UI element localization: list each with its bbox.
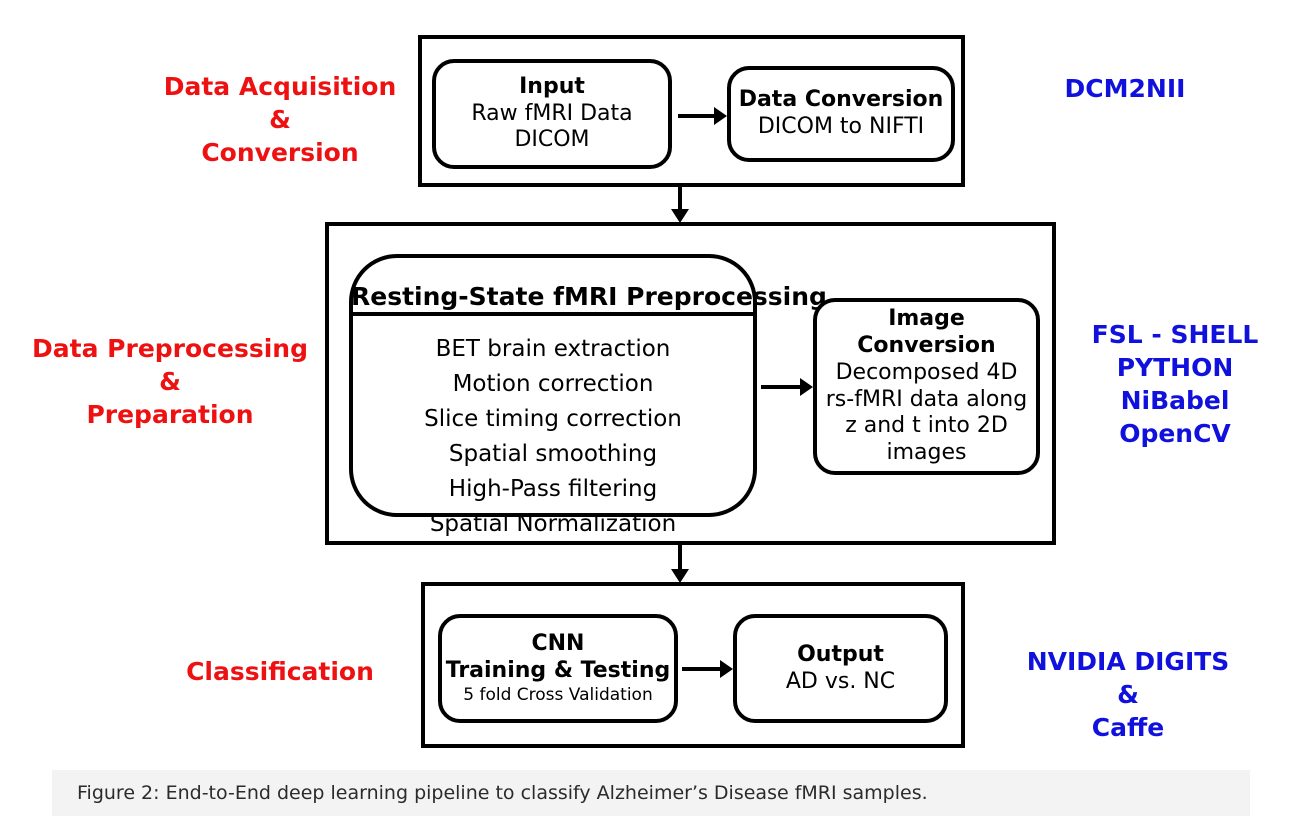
arrow-preprocessing-to-image-conversion: [761, 378, 813, 396]
node-output-title: Output: [797, 641, 884, 667]
node-input-title: Input: [519, 73, 585, 99]
stage-label-preprocessing-left: Data Preprocessing & Preparation: [32, 334, 308, 429]
stage-box-classification: CNN Training & Testing 5 fold Cross Vali…: [421, 582, 965, 748]
arrow-cnn-to-output: [682, 660, 733, 678]
node-image-conversion-line-4: images: [886, 440, 967, 466]
preprocessing-step: Slice timing correction: [424, 405, 682, 432]
node-output-line-1: AD vs. NC: [785, 668, 896, 694]
arrow-head: [671, 569, 689, 583]
arrow-acquisition-to-preprocessing: [671, 187, 689, 223]
node-data-conversion-line-1: DICOM to NIFTI: [757, 114, 925, 139]
node-input-line-1: Raw fMRI Data: [471, 100, 633, 126]
preprocessing-step: Spatial smoothing: [448, 440, 658, 467]
preprocessing-step: Motion correction: [452, 370, 654, 397]
arrow-preprocessing-to-classification: [671, 545, 689, 583]
node-image-conversion-title: Image Conversion: [857, 306, 996, 358]
node-cnn-line-1: 5 fold Cross Validation: [463, 684, 653, 705]
stage-label-acquisition-right: DCM2NII: [1064, 74, 1186, 103]
node-image-conversion-line-2: rs-fMRI data along: [825, 386, 1028, 412]
node-image-conversion-line-1: Decomposed 4D: [835, 359, 1018, 385]
node-image-conversion-line-3: z and t into 2D: [845, 413, 1008, 439]
stage-label-preprocessing-right: FSL - SHELL PYTHON NiBabel OpenCV: [1091, 320, 1259, 448]
stage-box-preprocessing: Resting-State fMRI Preprocessing BET bra…: [325, 222, 1056, 545]
node-data-conversion: Data Conversion DICOM to NIFTI: [727, 66, 955, 162]
node-data-conversion-title: Data Conversion: [738, 87, 944, 113]
arrow-shaft: [682, 667, 724, 671]
arrow-shaft: [678, 114, 718, 118]
arrow-head: [800, 378, 813, 396]
node-cnn-subtitle: Training & Testing: [445, 658, 671, 684]
arrow-shaft: [678, 545, 682, 572]
node-preprocessing-title: Resting-State fMRI Preprocessing: [349, 283, 827, 317]
preprocessing-step: High-Pass filtering: [448, 475, 658, 502]
arrow-head: [671, 209, 689, 223]
stage-label-classification-left: Classification: [186, 657, 374, 686]
stage-label-acquisition-left: Data Acquisition & Conversion: [163, 72, 397, 167]
node-input-line-2: DICOM: [514, 127, 590, 153]
arrow-shaft: [761, 385, 804, 389]
node-output: Output AD vs. NC: [733, 614, 948, 723]
node-resting-state-preprocessing: Resting-State fMRI Preprocessing BET bra…: [349, 254, 827, 537]
arrow-head: [714, 107, 727, 125]
node-cnn: CNN Training & Testing 5 fold Cross Vali…: [438, 614, 678, 723]
arrow-input-to-conversion: [678, 107, 727, 125]
node-image-conversion: Image Conversion Decomposed 4D rs-fMRI d…: [813, 298, 1040, 475]
stage-label-classification-right: NVIDIA DIGITS & Caffe: [1026, 647, 1230, 742]
arrow-head: [720, 660, 733, 678]
node-preprocessing-steps: BET brain extraction Motion correction S…: [353, 332, 753, 542]
preprocessing-step: Spatial Normalization: [429, 510, 677, 537]
preprocessing-step: BET brain extraction: [435, 336, 671, 362]
node-input: Input Raw fMRI Data DICOM: [432, 59, 672, 169]
node-cnn-title: CNN: [531, 631, 585, 657]
figure-caption-band: Figure 2: End-to-End deep learning pipel…: [52, 770, 1250, 816]
arrow-shaft: [678, 187, 682, 212]
figure-caption-text: Figure 2: End-to-End deep learning pipel…: [77, 782, 928, 804]
stage-box-acquisition: Input Raw fMRI Data DICOM Data Conversio…: [418, 35, 965, 187]
